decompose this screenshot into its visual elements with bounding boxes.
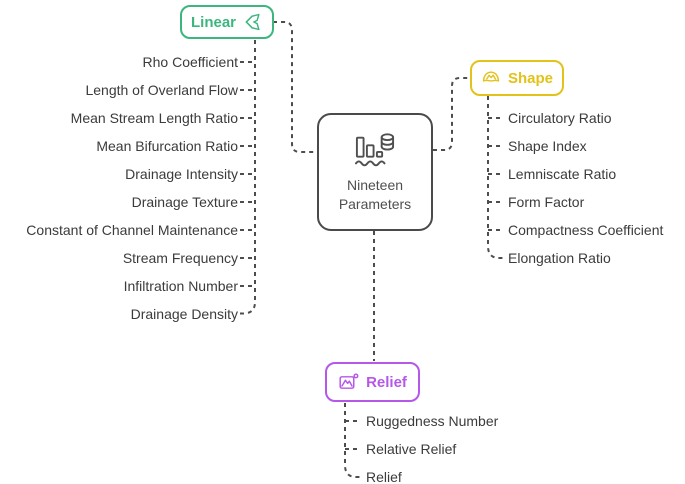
shape-category-label: Shape — [507, 69, 553, 87]
dome-mountain-icon — [481, 68, 501, 88]
central-node-label: Nineteen Parameters — [338, 177, 412, 212]
unity-3d-icon — [243, 12, 263, 32]
parameter-item[interactable]: Drainage Texture — [131, 194, 238, 210]
parameter-item[interactable]: Stream Frequency — [122, 250, 238, 266]
linear-category-label: Linear — [190, 13, 236, 31]
parameter-item[interactable]: Constant of Channel Maintenance — [26, 222, 238, 238]
parameter-item[interactable]: Form Factor — [508, 194, 585, 210]
parameter-item[interactable]: Drainage Intensity — [125, 166, 238, 182]
parameter-item[interactable]: Rho Coefficient — [142, 54, 238, 70]
parameter-item[interactable]: Drainage Density — [130, 306, 238, 322]
parameter-item[interactable]: Infiltration Number — [123, 278, 238, 294]
shape-category-node[interactable]: Shape — [470, 60, 564, 96]
central-node[interactable]: Nineteen Parameters — [317, 113, 433, 231]
linear-item-stubs — [240, 61, 255, 287]
shape-item-stubs — [488, 117, 503, 231]
parameter-item[interactable]: Mean Stream Length Ratio — [70, 110, 238, 126]
mountain-photo-icon — [338, 372, 359, 393]
edge-linear-to-central — [273, 21, 316, 153]
linear-category-node[interactable]: Linear — [180, 5, 274, 39]
parameter-item[interactable]: Relative Relief — [366, 441, 457, 457]
parameter-item[interactable]: Mean Bifurcation Ratio — [96, 138, 238, 154]
parameter-item[interactable]: Shape Index — [508, 138, 587, 154]
relief-item-stubs — [345, 420, 360, 450]
parameter-item[interactable]: Compactness Coefficient — [508, 222, 664, 238]
parameter-item[interactable]: Elongation Ratio — [508, 250, 611, 266]
linear-spine — [240, 40, 256, 315]
parameter-item[interactable]: Ruggedness Number — [366, 413, 499, 429]
parameter-item[interactable]: Relief — [366, 469, 402, 484]
parameter-item[interactable]: Lemniscate Ratio — [508, 166, 617, 182]
bar-chart-database-icon — [350, 131, 400, 171]
relief-spine — [344, 403, 360, 478]
parameter-item[interactable]: Circulatory Ratio — [508, 110, 612, 126]
relief-category-label: Relief — [366, 373, 407, 391]
relief-category-node[interactable]: Relief — [325, 362, 420, 402]
edge-central-to-shape — [433, 77, 469, 151]
parameter-item[interactable]: Length of Overland Flow — [85, 82, 238, 98]
shape-spine — [487, 96, 503, 259]
